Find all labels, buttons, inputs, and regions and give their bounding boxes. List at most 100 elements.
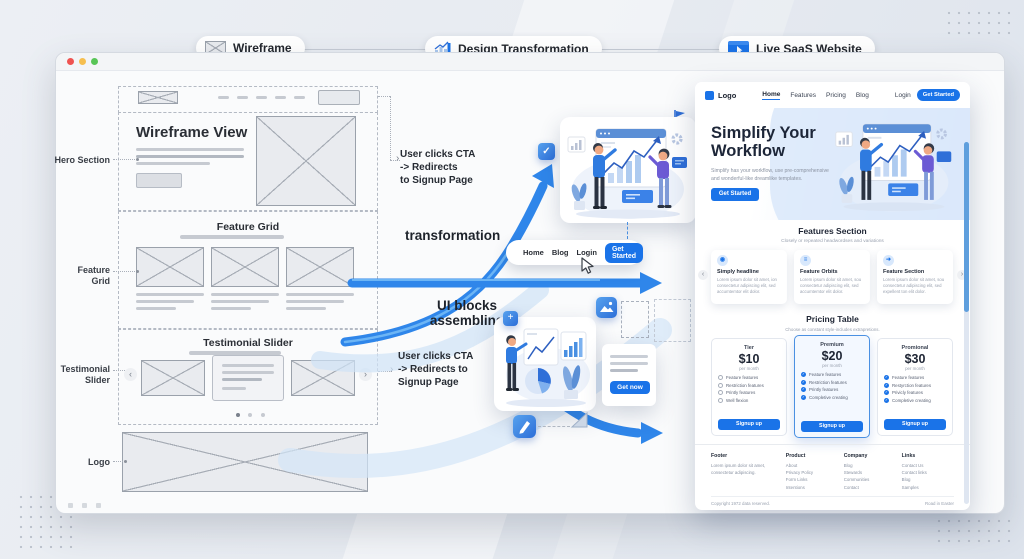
- features-prev-button[interactable]: ‹: [698, 270, 708, 280]
- footer-link[interactable]: Blog: [843, 462, 853, 468]
- card-text-line: [610, 362, 648, 365]
- footer-link[interactable]: Contact: [843, 484, 859, 490]
- plan-feature: Printly features: [809, 387, 839, 392]
- check-icon: ✓: [801, 387, 806, 392]
- wf-text-line: [211, 300, 269, 303]
- people-chart-illustration: [567, 128, 687, 219]
- footer-link[interactable]: Blog: [901, 477, 911, 483]
- footer-col-title: Product: [785, 453, 806, 459]
- footer-col-title: Company: [843, 453, 868, 459]
- plan-feature: Completive creating: [809, 394, 848, 400]
- wireframe-placeholder-icon: [205, 41, 226, 55]
- analyst-illustration: [506, 328, 590, 407]
- site-login-link[interactable]: Login: [894, 91, 911, 99]
- wf-text-line: [222, 387, 246, 390]
- signup-button[interactable]: Signup up: [801, 421, 863, 432]
- plan-feature: Feature features: [809, 372, 842, 377]
- dot-grid-top-right: [944, 8, 1010, 38]
- check-icon: ✓: [801, 372, 806, 377]
- footer-col-company: Company Blog Stewards Communities Contac…: [844, 453, 902, 491]
- footer-link[interactable]: About: [785, 462, 798, 468]
- hero-illustration: [835, 123, 952, 212]
- feature-card: ≡ Feature Orbits Lorem ipsum dolor sit a…: [794, 250, 870, 304]
- cursor-icon: [581, 257, 594, 274]
- mini-nav-blog[interactable]: Blog: [551, 248, 569, 257]
- wf-nav-dash: [275, 96, 286, 99]
- pagination-dot[interactable]: [248, 413, 253, 417]
- features-next-button[interactable]: ›: [957, 270, 967, 280]
- footer-link[interactable]: Form Links: [785, 477, 808, 483]
- maximize-button[interactable]: [91, 58, 98, 65]
- pagination-dot[interactable]: [260, 413, 265, 417]
- site-scrollbar-thumb[interactable]: [964, 142, 969, 312]
- wf-testimonial-image-placeholder: [141, 360, 205, 396]
- mini-nav-login[interactable]: Login: [576, 248, 597, 257]
- site-nav-cta-button[interactable]: Get Started: [916, 89, 960, 101]
- minimize-button[interactable]: [79, 58, 86, 65]
- wf-text-line: [136, 307, 176, 310]
- footer-link[interactable]: Samples: [901, 484, 919, 490]
- wf-feature-image-placeholder: [286, 247, 354, 287]
- footer-link[interactable]: Communities: [843, 477, 870, 483]
- mini-nav-home[interactable]: Home: [523, 248, 544, 257]
- pricing-subtitle: Choose as constant style-includes extrap…: [785, 327, 880, 332]
- connector-dotted: [113, 159, 135, 160]
- footer-link[interactable]: Contact links: [901, 469, 927, 475]
- dashed-placeholder-square: [621, 301, 649, 338]
- globe-icon: ◉: [717, 255, 728, 266]
- wf-text-line: [211, 293, 279, 296]
- wf-text-line: [286, 293, 354, 296]
- footer-link[interactable]: Stewards: [843, 469, 863, 475]
- check-icon: ✓: [801, 379, 806, 385]
- plan-price: $30: [904, 352, 926, 366]
- plan-feature: Well flexion: [726, 397, 749, 403]
- wf-text-line: [136, 155, 244, 158]
- wf-slider-prev-button[interactable]: ‹: [124, 368, 137, 381]
- pagination-dot-active[interactable]: [236, 413, 240, 417]
- illustration-card-top: [560, 117, 696, 223]
- mini-nav-get-started-button[interactable]: Get Started: [604, 242, 644, 263]
- plan-feature: Restriction features: [726, 382, 764, 388]
- footer-link[interactable]: Intentions: [785, 484, 805, 490]
- get-now-button[interactable]: Get now: [610, 381, 650, 394]
- wf-text-line: [136, 293, 204, 296]
- wf-feature-image-placeholder: [211, 247, 279, 287]
- signup-button[interactable]: Signup up: [884, 419, 946, 430]
- image-tool-tile: [596, 297, 617, 318]
- close-button[interactable]: [67, 58, 74, 65]
- footer-link[interactable]: Privacy Policy: [785, 469, 814, 475]
- site-nav-blog[interactable]: Blog: [855, 91, 869, 99]
- plan-feature: Printly features: [726, 390, 756, 395]
- wf-logo-placeholder: [138, 91, 178, 104]
- window-footer-icons: [68, 503, 101, 508]
- wf-side-label-feature: Feature Grid: [77, 265, 110, 287]
- site-scrollbar-track[interactable]: [964, 142, 969, 504]
- footer-col-about: Footer Lorem ipsum dolor sit amet, conse…: [711, 453, 786, 491]
- plan-name: Promional: [901, 345, 929, 351]
- window-titlebar: [56, 53, 1004, 71]
- circle-icon: [718, 390, 723, 395]
- site-nav-pricing[interactable]: Pricing: [826, 91, 846, 99]
- hero-cta-button[interactable]: Get Started: [711, 188, 759, 201]
- wf-slider-next-button[interactable]: ›: [359, 368, 372, 381]
- footer-col-title: Links: [901, 453, 916, 459]
- footer-text: Lorem ipsum dolor sit amet, consectetur …: [711, 462, 766, 475]
- site-nav-home[interactable]: Home: [762, 90, 781, 100]
- connector-dotted: [390, 160, 400, 161]
- footer-dot-icon: [68, 503, 73, 508]
- site-nav-features[interactable]: Features: [790, 91, 816, 99]
- wf-logo-image-placeholder: [122, 432, 368, 492]
- wf-text-line: [211, 307, 251, 310]
- wf-text-line: [286, 300, 344, 303]
- wf-slider-pagination[interactable]: [234, 404, 267, 422]
- pricing-plan-premium: Premium $20 per month ✓Feature features …: [794, 335, 870, 438]
- wf-cta-placeholder: [318, 90, 360, 105]
- signup-button[interactable]: Signup up: [718, 419, 780, 430]
- footer-link[interactable]: Contact Us: [901, 462, 924, 468]
- plan-period: per month: [905, 366, 925, 371]
- wf-testimonial-card: [212, 355, 284, 401]
- site-nav: Logo Home Features Pricing Blog Login Ge…: [695, 82, 970, 108]
- wf-nav-dash: [256, 96, 267, 99]
- footer-copyright: Copyright 1972 data reserved.: [711, 501, 771, 507]
- wf-text-line: [136, 300, 194, 303]
